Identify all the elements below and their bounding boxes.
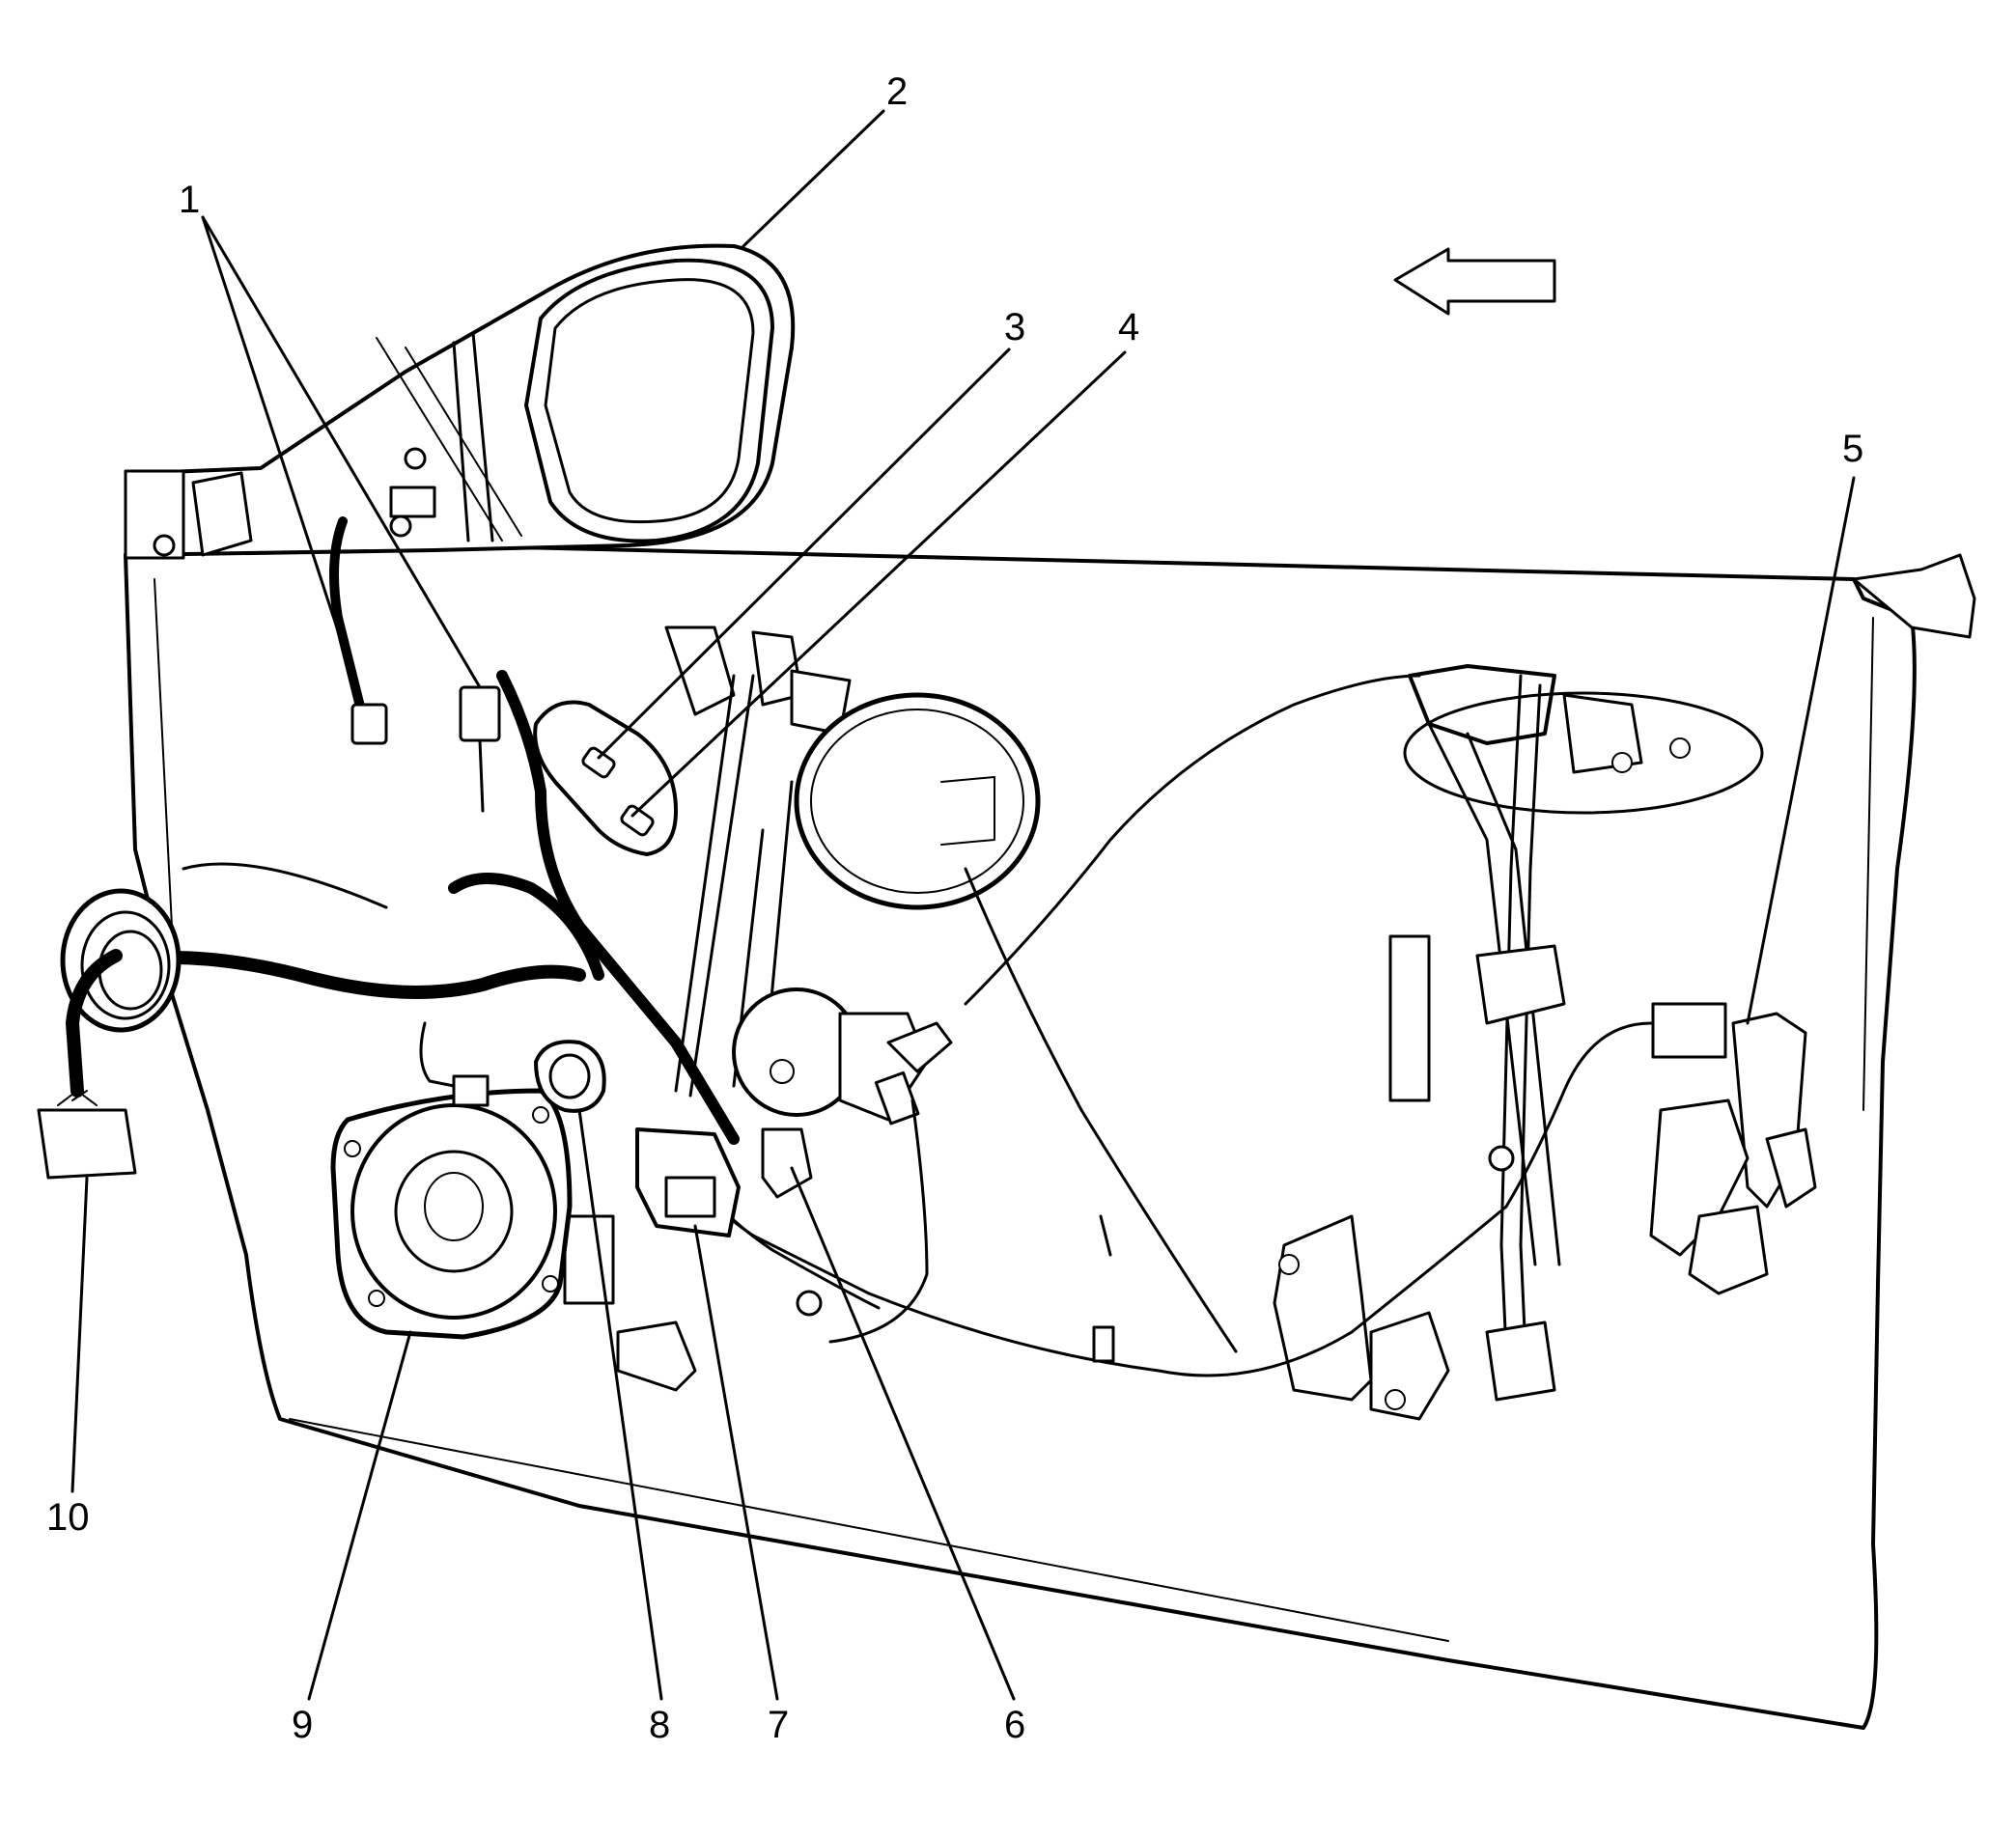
mirror-harness-connector: [329, 516, 501, 813]
callout-7: 7: [768, 1704, 789, 1746]
rear-regulator-rail: [1273, 664, 1764, 1421]
arrow-left-icon: [1393, 247, 1556, 316]
callout-1: 1: [179, 179, 200, 221]
door-panel: [124, 543, 1976, 1730]
door-lock-actuator: [1649, 1002, 1817, 1295]
callout-6: 6: [1004, 1704, 1025, 1746]
outside-mirror: [124, 243, 796, 560]
callout-5: 5: [1842, 428, 1863, 470]
leader-lines: [70, 109, 1856, 1701]
tweeter: [534, 1040, 606, 1113]
callouts: 1 2 3 4 5 6 7 8 9 10: [46, 70, 1863, 1746]
door-speaker: [330, 1074, 573, 1340]
callout-9: 9: [292, 1704, 313, 1746]
access-hole: [794, 692, 1041, 910]
callout-10: 10: [46, 1496, 90, 1539]
window-module: [635, 1127, 813, 1237]
door-grommet: [37, 888, 182, 1180]
window-motor: [732, 987, 953, 1126]
callout-8: 8: [649, 1704, 670, 1746]
window-switch-bezel: [533, 700, 678, 856]
callout-3: 3: [1004, 306, 1025, 348]
callout-4: 4: [1118, 306, 1139, 348]
callout-2: 2: [886, 70, 908, 113]
